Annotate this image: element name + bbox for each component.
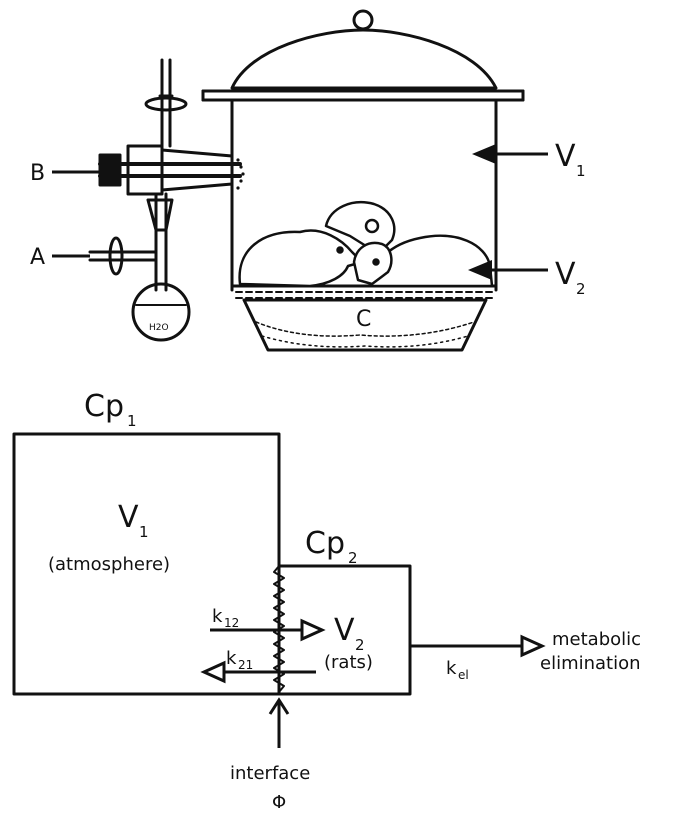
v2-sub: 2: [355, 636, 365, 654]
lid-knob: [352, 9, 374, 31]
rats-illustration: [238, 201, 494, 288]
water-flask: [131, 282, 191, 342]
collection-bowl: [242, 298, 488, 352]
k12-label: k: [212, 606, 223, 627]
v2-label: V: [334, 613, 355, 648]
chamber-apparatus: [88, 9, 525, 352]
v1-sub: 1: [139, 523, 149, 541]
k12-arrow: [210, 618, 326, 642]
v2-description: (rats): [324, 652, 373, 673]
chamber-lid: [230, 28, 498, 90]
label-b: B: [30, 161, 45, 186]
label-v1-sub: 1: [576, 162, 586, 180]
label-v1: V: [555, 139, 576, 174]
label-a: A: [30, 245, 45, 270]
label-v2: V: [555, 257, 576, 292]
flask-label: H2O: [149, 323, 169, 333]
port-b-body: [126, 144, 164, 196]
label-v2-sub: 2: [576, 280, 586, 298]
k12-sub: 12: [224, 616, 239, 630]
label-c: C: [356, 307, 371, 332]
k21-label: k: [226, 648, 237, 669]
kel-arrow: [410, 634, 546, 658]
cp2-sub: 2: [348, 549, 358, 567]
elimination-line-1: metabolic: [552, 629, 641, 650]
top-stopcock: [144, 96, 188, 112]
elimination-line-2: elimination: [540, 653, 641, 674]
cp1-sub: 1: [127, 412, 137, 430]
v1-description: (atmosphere): [48, 554, 170, 575]
cp1-label: Cp: [84, 389, 124, 424]
compartment-1-box: [12, 432, 281, 696]
side-stopcock-a: [108, 236, 124, 276]
v1-label: V: [118, 500, 139, 535]
k21-sub: 21: [238, 658, 253, 672]
interface-label: interface: [230, 763, 310, 784]
phi-symbol: Φ: [272, 792, 286, 813]
apparatus-pointers: [52, 144, 548, 280]
compartment-2-box: [279, 564, 412, 696]
kel-label: k: [446, 658, 457, 679]
kel-sub: el: [458, 668, 469, 682]
k21-arrow: [200, 660, 316, 684]
interface-arrow: [268, 697, 290, 748]
cp2-label: Cp: [305, 526, 345, 561]
